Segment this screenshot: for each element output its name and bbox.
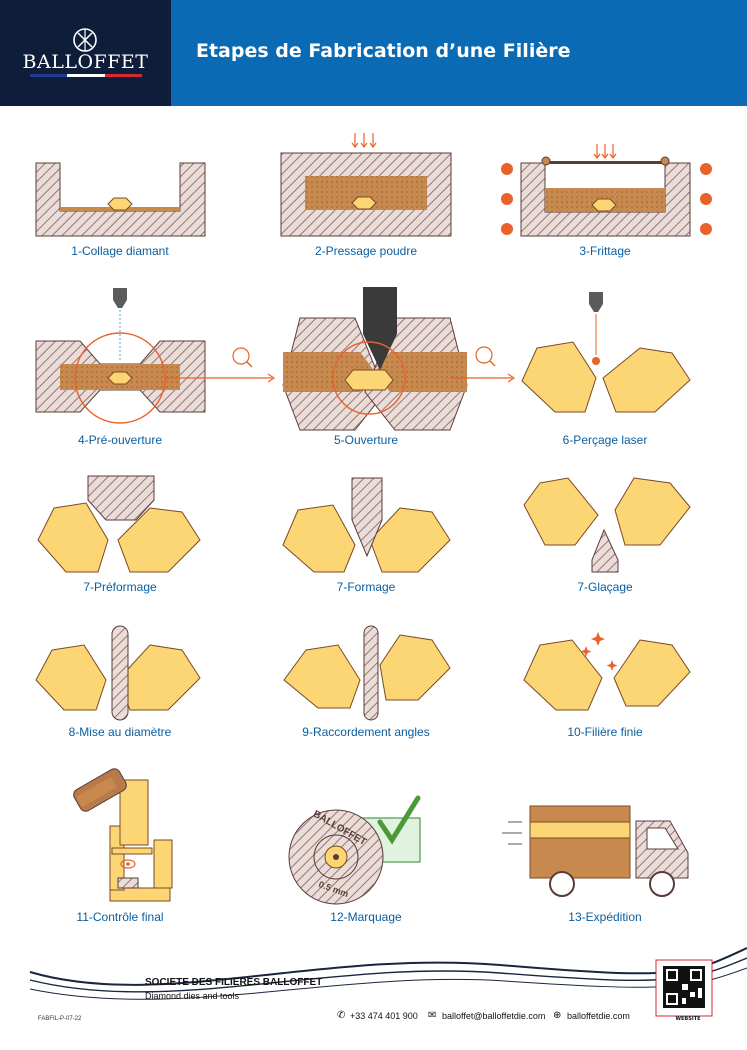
logo-emblem-icon [73,28,97,52]
step3-illustration [501,144,712,237]
step-label-raccordement: 9-Raccordement angles [302,725,430,739]
title-bar [171,0,747,106]
step-label-preformage: 7-Préformage [83,580,157,594]
step11-illustration [73,768,173,902]
step-label-marquage: 12-Marquage [330,910,402,924]
qr-code [655,959,713,1017]
globe-icon: ⊕ [553,1010,562,1021]
step5-illustration [282,287,516,431]
step12-illustration [288,795,421,905]
company-name: SOCIETE DES FILIERES BALLOFFET [145,977,323,988]
document-code: FABFIL-P-07-22 [38,1016,82,1022]
step-label-formage: 7-Formage [336,580,396,594]
website-link[interactable]: balloffetdie.com [567,1011,630,1021]
footer-waves [29,947,747,1000]
step4-illustration [35,288,276,424]
page-title: Etapes de Fabrication d’une Filière [196,40,571,62]
step-label-pressage: 2-Pressage poudre [314,244,418,258]
phone-icon: ✆ [337,1010,346,1021]
step10-illustration [523,632,691,711]
step-label-controle: 11-Contrôle final [76,910,164,924]
logo-text: BALLOFFET [22,51,149,73]
step2-illustration [280,133,452,237]
step-label-collage: 1-Collage diamant [71,244,169,258]
step-label-filiere-finie: 10-Filière finie [567,725,643,739]
step-label-mise-au-diametre: 8-Mise au diamètre [68,725,172,739]
step13-illustration [502,805,689,897]
step-label-percage-laser: 6-Perçage laser [562,433,648,447]
step6-illustration [521,292,691,413]
page-header: BALLOFFET Etapes de Fabrication d’une Fi… [0,0,747,106]
email-icon: ✉ [428,1010,437,1021]
step9-illustration [283,625,451,721]
step7c-illustration [523,477,691,573]
qr-label: WEBSITE [675,1016,701,1022]
step-label-expedition: 13-Expédition [568,910,642,924]
flag-stripe [30,74,142,77]
phone-number[interactable]: +33 474 401 900 [350,1011,418,1021]
step1-illustration [35,162,206,237]
step7a-illustration [37,475,201,573]
step-label-ouverture: 5-Ouverture [333,433,399,447]
step-label-frittage: 3-Frittage [579,244,631,258]
email-link[interactable]: balloffet@balloffetdie.com [442,1011,546,1021]
company-tagline: Diamond dies and tools [145,991,240,1001]
logo: BALLOFFET [0,0,171,106]
step-label-glacage: 7-Glaçage [577,580,633,594]
step7b-illustration [282,477,451,573]
step-label-pre-ouverture: 4-Pré-ouverture [77,433,163,447]
step8-illustration [35,625,201,721]
